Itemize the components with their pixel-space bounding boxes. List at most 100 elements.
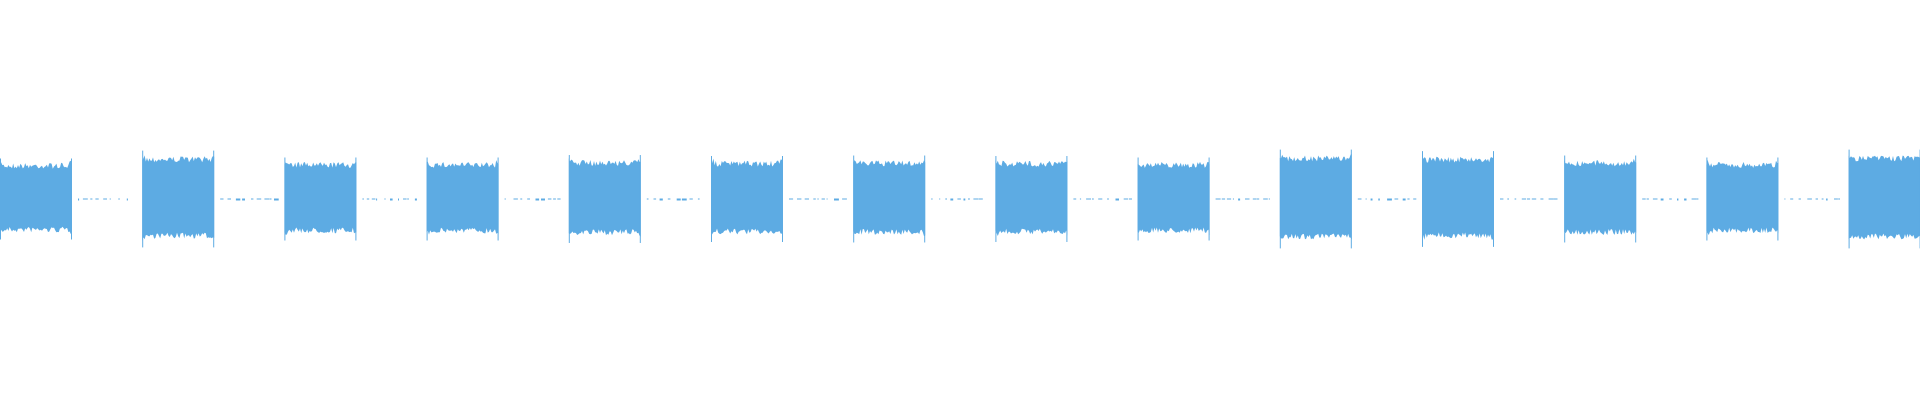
noise-dot (957, 198, 961, 200)
noise-dot (797, 198, 802, 200)
noise-dot (1086, 198, 1091, 200)
noise-dot (1540, 198, 1544, 200)
noise-dot (242, 198, 245, 201)
noise-dot (667, 198, 671, 200)
noise-dot (1526, 198, 1531, 200)
noise-dot (676, 198, 681, 201)
noise-dot (371, 198, 376, 200)
noise-dot (1357, 198, 1362, 200)
waveform-segment-8 (995, 160, 1068, 236)
noise-dot (504, 198, 506, 200)
waveform-segment-9 (1137, 161, 1210, 236)
noise-dot (1123, 198, 1129, 200)
noise-dot (1669, 198, 1672, 200)
noise-dot (821, 198, 825, 200)
noise-dot (1365, 198, 1367, 200)
noise-dot (653, 198, 657, 200)
noise-dot (126, 198, 128, 201)
noise-dot (973, 198, 979, 200)
noise-dot (227, 198, 231, 200)
noise-dot (1500, 198, 1504, 200)
noise-dot (82, 198, 88, 200)
noise-dot (817, 198, 819, 200)
noise-dot (1784, 198, 1786, 200)
waveform-segment-11 (1422, 156, 1494, 240)
noise-dot (1838, 198, 1840, 200)
noise-dot (513, 198, 518, 200)
noise-dot (235, 198, 241, 201)
noise-dot (1098, 198, 1103, 200)
noise-dot (1514, 198, 1517, 200)
noise-dot (541, 198, 545, 201)
noise-dot (689, 198, 693, 200)
noise-dot (1378, 198, 1380, 201)
noise-dot (804, 198, 809, 200)
noise-dot (963, 198, 966, 201)
noise-dot (968, 198, 970, 200)
noise-dot (1115, 198, 1119, 201)
noise-dot (1387, 198, 1392, 201)
noise-dot (1642, 198, 1646, 200)
noise-dot (384, 198, 386, 200)
noise-dot (978, 198, 983, 200)
noise-dot (414, 198, 417, 201)
noise-dot (1238, 198, 1241, 201)
waveform-segment-4 (426, 160, 499, 235)
noise-dot (1221, 198, 1226, 200)
noise-dot (1677, 198, 1679, 201)
noise-dot (95, 198, 99, 200)
noise-dot (826, 198, 828, 200)
noise-dot (118, 198, 120, 200)
noise-dot (1696, 198, 1699, 200)
noise-dot (931, 198, 933, 200)
noise-dot (390, 198, 393, 201)
noise-dot (220, 198, 224, 200)
noise-dot (1815, 198, 1818, 200)
noise-dot (1834, 198, 1838, 200)
noise-dot (398, 198, 399, 201)
noise-dot (1370, 198, 1373, 201)
noise-dot (527, 198, 530, 200)
noise-dot (1790, 198, 1794, 200)
noise-dot (256, 198, 262, 200)
noise-dot (1232, 198, 1234, 200)
noise-dot (646, 198, 649, 200)
waveform-segment-1 (0, 160, 72, 235)
noise-dot (813, 198, 816, 200)
noise-dot (1079, 198, 1082, 200)
waveform-segment-5 (568, 158, 641, 237)
noise-dot (264, 198, 270, 200)
waveform-segment-13 (1706, 159, 1779, 235)
noise-dot (376, 198, 378, 201)
noise-dot (1798, 198, 1801, 200)
noise-dot (939, 198, 941, 200)
noise-dot (697, 198, 700, 200)
waveform-segment-2 (142, 155, 215, 241)
noise-dot (1548, 198, 1554, 200)
waveform-segment-10 (1279, 154, 1352, 240)
noise-dot (1107, 198, 1109, 200)
noise-dot (1691, 198, 1696, 200)
waveform-segment-6 (711, 158, 783, 235)
noise-dot (1402, 198, 1406, 201)
noise-dot (366, 198, 370, 200)
noise-dot (1252, 198, 1257, 200)
noise-dot (251, 198, 254, 200)
noise-dot (269, 198, 272, 200)
noise-dot (1268, 198, 1270, 200)
noise-dot (1226, 198, 1232, 200)
noise-dot (407, 198, 409, 200)
noise-dot (1660, 198, 1664, 201)
noise-dot (1531, 198, 1537, 200)
waveform-segment-7 (853, 160, 926, 237)
noise-dot (1073, 198, 1077, 200)
noise-dot (842, 198, 847, 200)
noise-dot (1826, 198, 1828, 201)
noise-dot (681, 198, 687, 201)
noise-dot (659, 198, 663, 201)
noise-dot (1553, 198, 1558, 200)
noise-dot (945, 198, 947, 200)
noise-dot (557, 198, 561, 200)
